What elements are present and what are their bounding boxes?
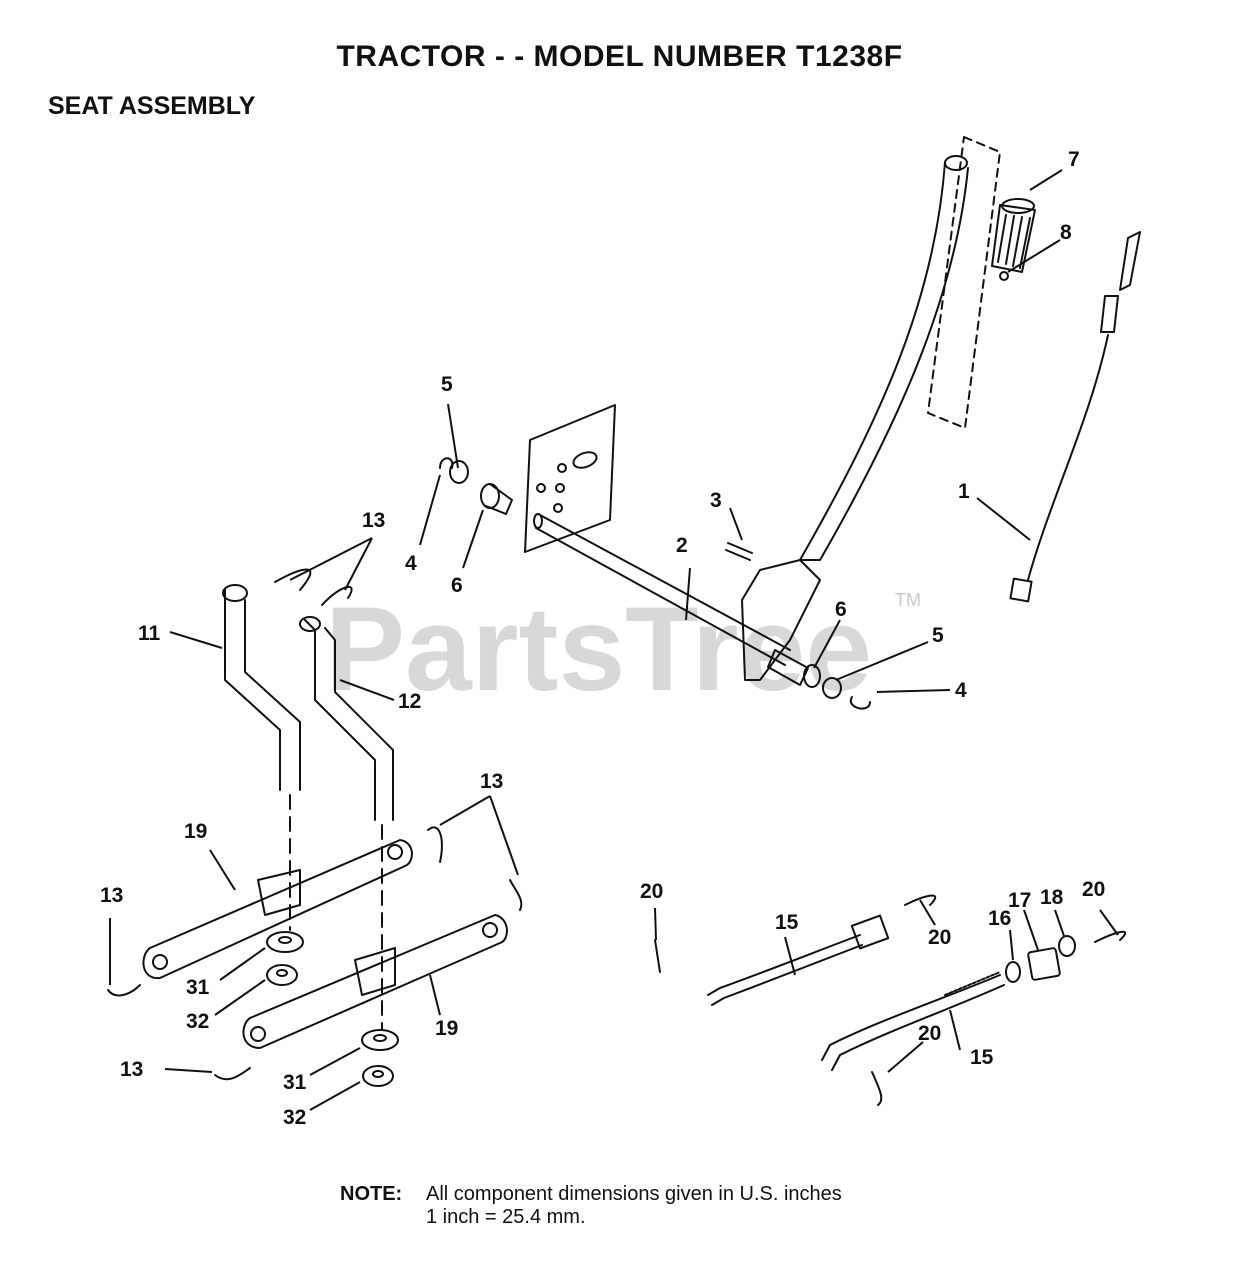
washer-31-upper bbox=[266, 931, 304, 953]
callout-32-upper: 32 bbox=[186, 1010, 209, 1033]
watermark-tm: TM bbox=[895, 590, 921, 610]
watermark: PartsTree bbox=[325, 582, 872, 716]
callout-20-left: 20 bbox=[640, 880, 663, 903]
callout-5-right: 5 bbox=[932, 624, 944, 647]
rod-15-lower bbox=[821, 971, 1005, 1071]
callout-5-left: 5 bbox=[441, 373, 453, 396]
callout-19-upper: 19 bbox=[184, 820, 207, 843]
block-17 bbox=[1027, 947, 1061, 981]
callout-17: 17 bbox=[1008, 889, 1031, 912]
rod-11 bbox=[222, 584, 301, 791]
note-label: NOTE: bbox=[340, 1183, 403, 1205]
mounting-plate bbox=[524, 404, 616, 553]
nut-18 bbox=[1058, 935, 1076, 957]
callout-16: 16 bbox=[988, 907, 1011, 930]
nut-32-lower bbox=[362, 1065, 394, 1087]
leader-lines bbox=[109, 169, 1119, 1111]
roll-pin bbox=[725, 542, 753, 561]
callout-4-left: 4 bbox=[405, 552, 417, 575]
page-title: TRACTOR - - MODEL NUMBER T1238F bbox=[336, 40, 903, 73]
callout-1: 1 bbox=[958, 480, 970, 503]
lever-handle-outline bbox=[927, 136, 1001, 429]
callout-13-middle: 13 bbox=[480, 770, 503, 793]
cotter-clips bbox=[654, 894, 1127, 1106]
callout-32-lower: 32 bbox=[283, 1106, 306, 1129]
callout-15-lower: 15 bbox=[970, 1046, 994, 1069]
nut-32-upper bbox=[266, 964, 298, 986]
washer-16 bbox=[1005, 961, 1021, 983]
release-cable bbox=[1009, 231, 1141, 603]
callout-13-bottom: 13 bbox=[120, 1058, 143, 1081]
callout-15-upper: 15 bbox=[775, 911, 799, 934]
rod-15-upper bbox=[707, 914, 890, 1006]
section-title: SEAT ASSEMBLY bbox=[48, 92, 256, 120]
note-line-1: All component dimensions given in U.S. i… bbox=[426, 1183, 842, 1205]
callout-7: 7 bbox=[1068, 148, 1080, 171]
callout-20-center: 20 bbox=[928, 926, 951, 949]
callout-18: 18 bbox=[1040, 886, 1064, 909]
callout-11: 11 bbox=[138, 622, 161, 645]
dimension-note: NOTE: All component dimensions given in U… bbox=[340, 1183, 842, 1229]
callout-20-right: 20 bbox=[1082, 878, 1105, 901]
lever-grip bbox=[991, 198, 1036, 281]
bushing-right bbox=[803, 664, 871, 710]
callout-13-left: 13 bbox=[100, 884, 123, 907]
callout-6-right: 6 bbox=[835, 598, 847, 621]
washer-31-lower bbox=[361, 1029, 399, 1051]
callout-12: 12 bbox=[398, 690, 421, 713]
callout-4-right: 4 bbox=[955, 679, 967, 702]
callout-6-left: 6 bbox=[451, 574, 463, 597]
lift-arm-upper bbox=[142, 839, 413, 980]
callout-19-lower: 19 bbox=[435, 1017, 458, 1040]
rod-12 bbox=[299, 616, 394, 821]
pivot-shaft bbox=[533, 513, 809, 686]
callout-13-top: 13 bbox=[362, 509, 385, 532]
parts-diagram: PartsTree TM bbox=[100, 136, 1141, 1129]
lift-arm-lower bbox=[242, 914, 508, 1049]
bushing-left bbox=[439, 457, 513, 515]
callout-31-upper: 31 bbox=[186, 976, 210, 999]
callout-31-lower: 31 bbox=[283, 1071, 307, 1094]
callout-8: 8 bbox=[1060, 221, 1072, 244]
note-line-2: 1 inch = 25.4 mm. bbox=[426, 1206, 586, 1228]
callout-20-lower: 20 bbox=[918, 1022, 941, 1045]
callout-3: 3 bbox=[710, 489, 722, 512]
callout-2: 2 bbox=[676, 534, 688, 557]
